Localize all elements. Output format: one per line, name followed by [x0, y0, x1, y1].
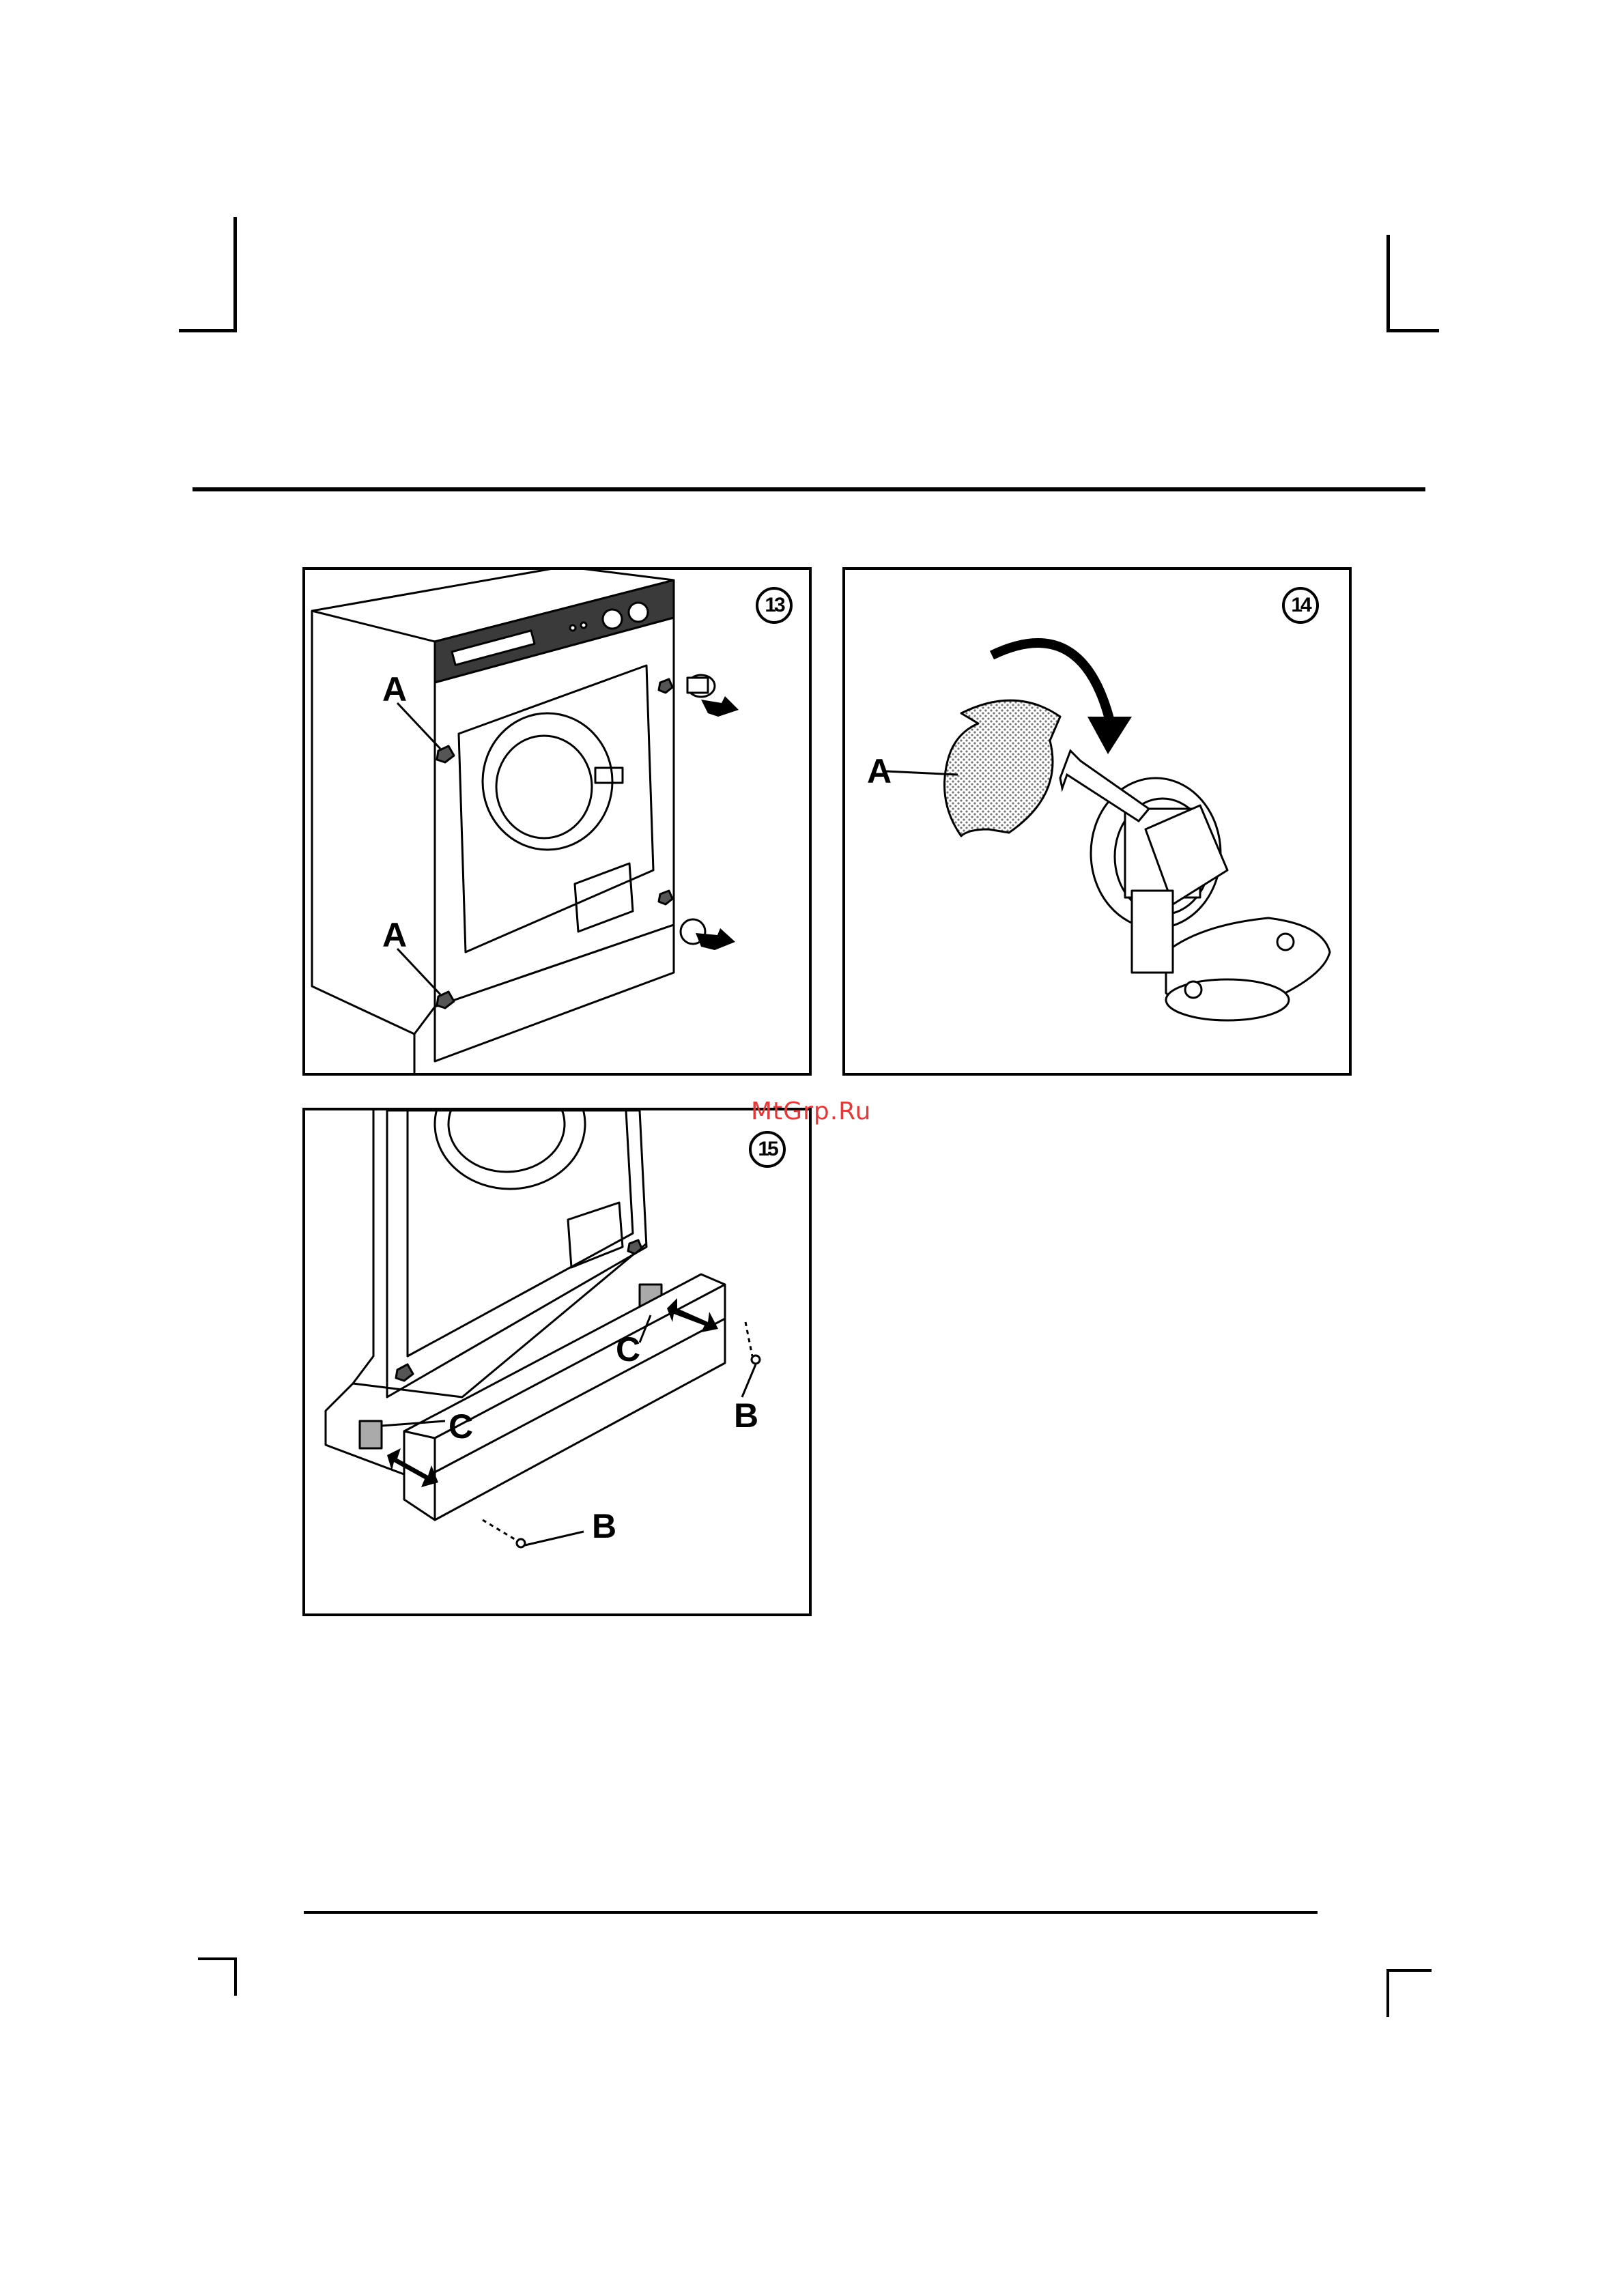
crop-mark-top-right-v [1386, 235, 1390, 332]
crop-mark-bottom-right-h [1386, 1969, 1432, 1972]
watermark-text: MtGrp.Ru [751, 1097, 871, 1125]
figure-15-label-b-right: B [734, 1398, 758, 1433]
crop-mark-bottom-left-h [198, 1957, 237, 1960]
crop-mark-bottom-right-v [1386, 1969, 1389, 2017]
figure-15-label-b-bottom: B [592, 1509, 616, 1543]
header-rule [193, 487, 1425, 491]
figure-15-plinth-illustration [305, 1110, 809, 1613]
crop-mark-top-right-h [1386, 329, 1439, 332]
figure-13-number: 13 [756, 587, 793, 624]
figure-14-number: 14 [1282, 587, 1319, 624]
figure-14-panel: 14 A [842, 567, 1352, 1076]
crop-mark-top-left-v [233, 217, 237, 332]
crop-mark-top-left-h [179, 329, 237, 332]
figure-15-label-c-left: C [449, 1409, 473, 1444]
figure-13-label-a-top: A [382, 672, 407, 706]
figure-13-label-a-bottom: A [382, 918, 407, 952]
crop-mark-bottom-left-v [234, 1957, 237, 1996]
figure-14-label-a: A [867, 754, 892, 788]
figure-13-panel: 13 A A [302, 567, 812, 1076]
footer-rule [304, 1911, 1318, 1914]
figure-14-hinge-cover-illustration [845, 570, 1349, 1073]
figure-15-number: 15 [749, 1131, 786, 1168]
figure-15-label-c-right: C [616, 1332, 640, 1366]
figure-15-panel: 15 C C B B [302, 1108, 812, 1616]
figure-13-washing-machine-illustration [305, 570, 809, 1073]
